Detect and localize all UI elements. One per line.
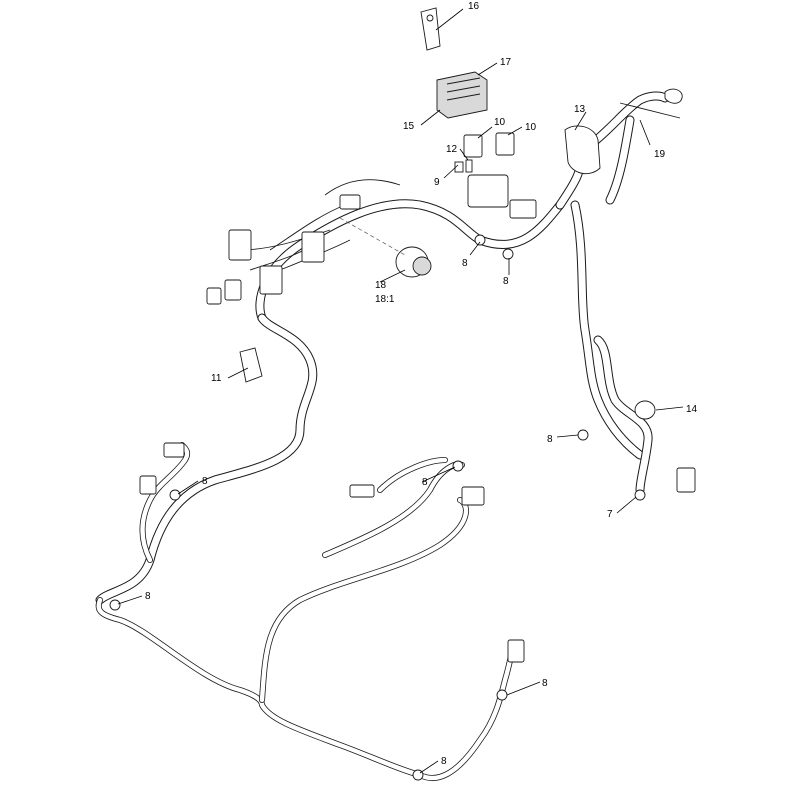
- connector-icon: [349, 484, 375, 498]
- callout-19: 19: [654, 149, 666, 160]
- fuse-icon: [465, 159, 473, 173]
- module-icon: [436, 71, 488, 119]
- components-misc: [239, 88, 683, 420]
- callout-16: 16: [468, 1, 480, 12]
- callout-7: 7: [607, 509, 613, 520]
- cable-tie-icon: [496, 689, 508, 701]
- callout-8d: 8: [202, 476, 208, 487]
- main-harness: [95, 91, 670, 605]
- callout-11: 11: [211, 373, 222, 384]
- callout-8e: 8: [422, 477, 428, 488]
- cable-tie-icon: [452, 460, 464, 472]
- module-assembly: [420, 7, 488, 119]
- lower-harness: [95, 442, 515, 782]
- callout-8h: 8: [441, 756, 447, 767]
- connector-icon: [228, 229, 252, 261]
- callout-8f: 8: [145, 591, 151, 602]
- callout-8b: 8: [503, 276, 509, 287]
- callout-labels: 16 17 15 13 19 10 10 12 9 8 8 18 18:1 11…: [145, 1, 698, 767]
- relay-icon: [495, 132, 515, 156]
- connector-icon: [224, 279, 242, 301]
- connector-icon: [509, 199, 537, 219]
- cable-tie-icon: [412, 769, 424, 781]
- cable-clamp-icon: [634, 489, 646, 501]
- connector-icon: [461, 486, 485, 506]
- fuse-relay-block: [454, 132, 537, 219]
- callout-17: 17: [500, 57, 512, 68]
- cable-tie-icon: [169, 489, 181, 501]
- callout-12: 12: [446, 144, 458, 155]
- exploded-view-line: [339, 217, 406, 256]
- fuse-icon: [454, 161, 464, 173]
- hole-icon: [426, 14, 434, 22]
- ring-terminal-icon: [664, 88, 683, 104]
- switch-face-icon: [412, 256, 432, 276]
- bracket-icon: [420, 7, 441, 51]
- cable-tie-icon: [502, 248, 514, 260]
- callout-15: 15: [403, 121, 415, 132]
- connector-icon: [339, 194, 361, 210]
- callout-14: 14: [686, 404, 698, 415]
- callout-8g: 8: [542, 678, 548, 689]
- connector-icon: [676, 467, 696, 493]
- fuse-block-icon: [467, 174, 509, 208]
- callout-8a: 8: [462, 258, 468, 269]
- cable-tie-icon: [474, 234, 486, 246]
- boot-cap-icon: [634, 400, 656, 420]
- callout-10a: 10: [494, 117, 506, 128]
- callout-8c: 8: [547, 434, 553, 445]
- callout-18-scale: 18:1: [375, 294, 395, 305]
- sensor-icon: [239, 347, 263, 383]
- leader-lines: [117, 8, 684, 774]
- connector-icon: [139, 475, 157, 495]
- relay-icon: [463, 134, 483, 158]
- connector-icon: [259, 265, 283, 295]
- connector-icon: [507, 639, 525, 663]
- callout-13: 13: [574, 104, 586, 115]
- connector-icon: [163, 442, 185, 458]
- lower-connectors: [139, 442, 696, 663]
- connector-icon: [206, 287, 222, 305]
- cable-tie-icon: [577, 429, 589, 441]
- callout-9: 9: [434, 177, 440, 188]
- connector-cluster-left: [206, 179, 401, 305]
- callout-18: 18: [375, 280, 387, 291]
- callout-10b: 10: [525, 122, 537, 133]
- grommet-icon: [564, 125, 601, 175]
- connector-icon: [301, 231, 325, 263]
- cable-ties: [109, 234, 646, 781]
- cable-tie-icon: [109, 599, 121, 611]
